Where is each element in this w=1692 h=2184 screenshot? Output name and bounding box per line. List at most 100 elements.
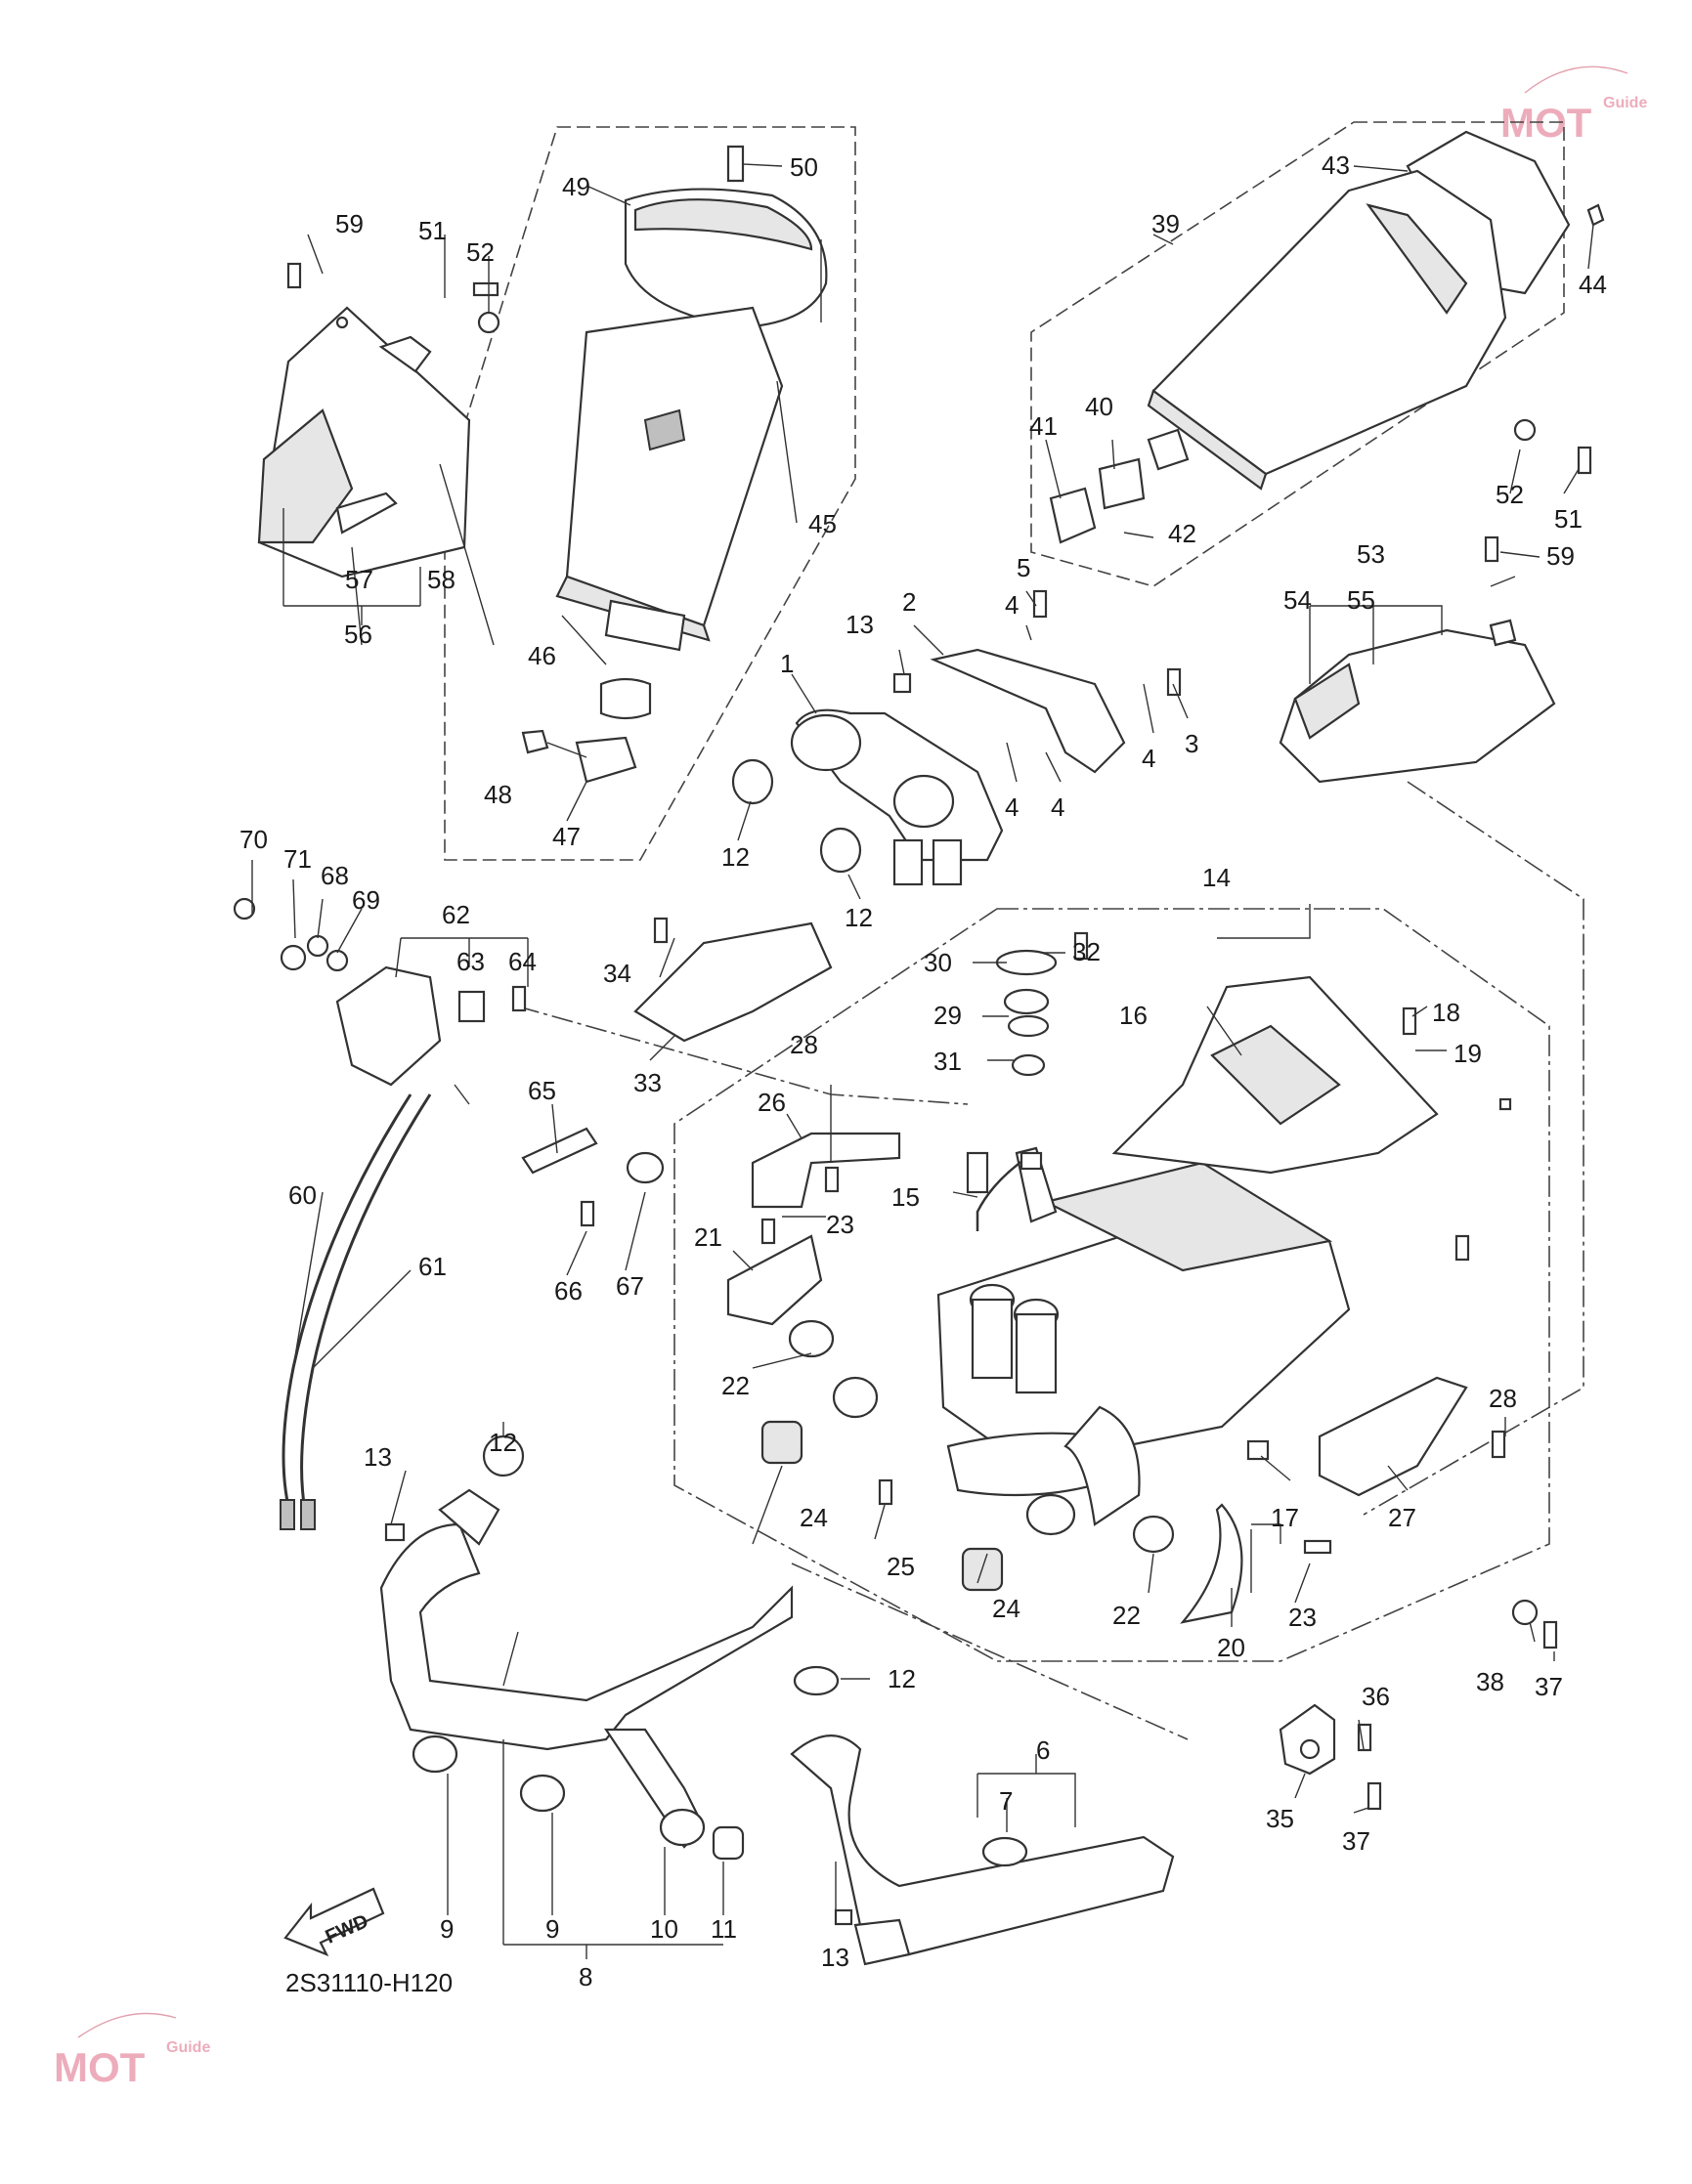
callout-57: 57 bbox=[345, 565, 373, 594]
callout-14: 14 bbox=[1202, 863, 1231, 892]
callout-22: 22 bbox=[721, 1371, 750, 1400]
callout-3: 3 bbox=[1185, 729, 1198, 758]
callout-9: 9 bbox=[545, 1914, 559, 1944]
callout-36: 36 bbox=[1362, 1682, 1390, 1711]
leader-lines bbox=[251, 163, 1594, 1959]
part-exhaust-pipe-8 bbox=[379, 1488, 794, 1861]
callout-45: 45 bbox=[808, 509, 837, 538]
callout-31: 31 bbox=[933, 1047, 962, 1076]
callout-52: 52 bbox=[1496, 480, 1524, 509]
watermark-logo-bottom: MOT Guide bbox=[54, 2012, 210, 2090]
part-shield-16 bbox=[1111, 975, 1439, 1175]
callout-34: 34 bbox=[603, 959, 631, 988]
callout-48: 48 bbox=[484, 780, 512, 809]
forward-arrow-icon: FWD bbox=[283, 1887, 385, 1957]
callout-8: 8 bbox=[579, 1962, 592, 1991]
callout-28: 28 bbox=[790, 1030, 818, 1059]
callout-43: 43 bbox=[1322, 150, 1350, 180]
part-muffler-45 bbox=[521, 145, 828, 784]
callout-25: 25 bbox=[887, 1552, 915, 1581]
callout-labels: 1 2 3 4 4 4 4 5 6 7 8 9 9 10 11 12 12 12… bbox=[239, 150, 1607, 1991]
callout-13: 13 bbox=[821, 1943, 849, 1972]
callout-23: 23 bbox=[1288, 1603, 1317, 1632]
callout-7: 7 bbox=[999, 1786, 1013, 1816]
callout-40: 40 bbox=[1085, 392, 1113, 421]
callout-61: 61 bbox=[418, 1252, 447, 1281]
part-muffler-39 bbox=[1049, 130, 1605, 544]
chain-line-lower bbox=[791, 1563, 1189, 1740]
part-bracket-26 bbox=[751, 1132, 901, 1209]
part-cable-60-61 bbox=[280, 1093, 432, 1530]
callout-50: 50 bbox=[790, 152, 818, 182]
callout-27: 27 bbox=[1388, 1503, 1416, 1532]
callout-4: 4 bbox=[1005, 590, 1019, 620]
part-small-fasteners bbox=[286, 262, 1592, 1811]
callout-12: 12 bbox=[888, 1664, 916, 1693]
part-exhaust-pipe-6 bbox=[790, 1734, 1175, 1966]
callout-13: 13 bbox=[846, 610, 874, 639]
callout-62: 62 bbox=[442, 900, 470, 929]
callout-56: 56 bbox=[344, 620, 372, 649]
callout-24: 24 bbox=[800, 1503, 828, 1532]
callout-4: 4 bbox=[1005, 792, 1019, 822]
callout-12: 12 bbox=[489, 1428, 517, 1457]
diagram-code: 2S31110-H120 bbox=[285, 1968, 453, 1997]
callout-11: 11 bbox=[711, 1914, 737, 1944]
callout-18: 18 bbox=[1432, 998, 1460, 1027]
callout-59: 59 bbox=[1546, 541, 1575, 571]
watermark-logo-top: MOT Guide bbox=[1500, 65, 1647, 146]
callout-52: 52 bbox=[466, 237, 495, 267]
part-gaskets bbox=[482, 758, 862, 1696]
callout-22: 22 bbox=[1112, 1601, 1141, 1630]
part-heatshield-53 bbox=[1279, 619, 1556, 784]
callout-51: 51 bbox=[418, 216, 447, 245]
svg-text:Guide: Guide bbox=[1603, 95, 1647, 111]
callout-65: 65 bbox=[528, 1076, 556, 1105]
callout-55: 55 bbox=[1347, 585, 1375, 615]
callout-19: 19 bbox=[1453, 1039, 1482, 1068]
callout-4: 4 bbox=[1142, 744, 1155, 773]
callout-59: 59 bbox=[335, 209, 364, 238]
callout-20: 20 bbox=[1217, 1633, 1245, 1662]
callout-9: 9 bbox=[440, 1914, 454, 1944]
callout-64: 64 bbox=[508, 947, 537, 976]
callout-68: 68 bbox=[321, 861, 349, 890]
svg-text:MOT: MOT bbox=[54, 2044, 146, 2090]
callout-4: 4 bbox=[1051, 792, 1064, 822]
chain-line-right bbox=[1363, 781, 1584, 1516]
callout-33: 33 bbox=[633, 1068, 662, 1097]
part-clamps bbox=[760, 1319, 1175, 1592]
callout-30: 30 bbox=[924, 948, 952, 977]
callout-46: 46 bbox=[528, 641, 556, 670]
callout-69: 69 bbox=[352, 885, 380, 915]
callout-24: 24 bbox=[992, 1594, 1020, 1623]
callout-16: 16 bbox=[1119, 1001, 1148, 1030]
callout-42: 42 bbox=[1168, 519, 1196, 548]
callout-23: 23 bbox=[826, 1210, 854, 1239]
part-joint-1 bbox=[790, 708, 1004, 886]
part-heat-cover-2 bbox=[930, 648, 1126, 774]
callout-49: 49 bbox=[562, 172, 590, 201]
callout-41: 41 bbox=[1029, 411, 1058, 441]
callout-1: 1 bbox=[780, 649, 794, 678]
part-cover-21 bbox=[726, 1234, 823, 1326]
callout-5: 5 bbox=[1017, 553, 1030, 582]
callout-29: 29 bbox=[933, 1001, 962, 1030]
callout-12: 12 bbox=[721, 842, 750, 872]
callout-66: 66 bbox=[554, 1276, 583, 1306]
callout-15: 15 bbox=[891, 1182, 920, 1212]
callout-37: 37 bbox=[1342, 1826, 1370, 1856]
callout-10: 10 bbox=[650, 1914, 678, 1944]
callout-53: 53 bbox=[1357, 539, 1385, 569]
callout-63: 63 bbox=[456, 947, 485, 976]
callout-32: 32 bbox=[1072, 937, 1101, 966]
callout-13: 13 bbox=[364, 1442, 392, 1472]
callout-28: 28 bbox=[1489, 1384, 1517, 1413]
part-sensor-15 bbox=[966, 1151, 1043, 1231]
callout-26: 26 bbox=[758, 1088, 786, 1117]
callout-70: 70 bbox=[239, 825, 268, 854]
callout-67: 67 bbox=[616, 1271, 644, 1301]
callout-58: 58 bbox=[427, 565, 456, 594]
callout-37: 37 bbox=[1535, 1672, 1563, 1701]
